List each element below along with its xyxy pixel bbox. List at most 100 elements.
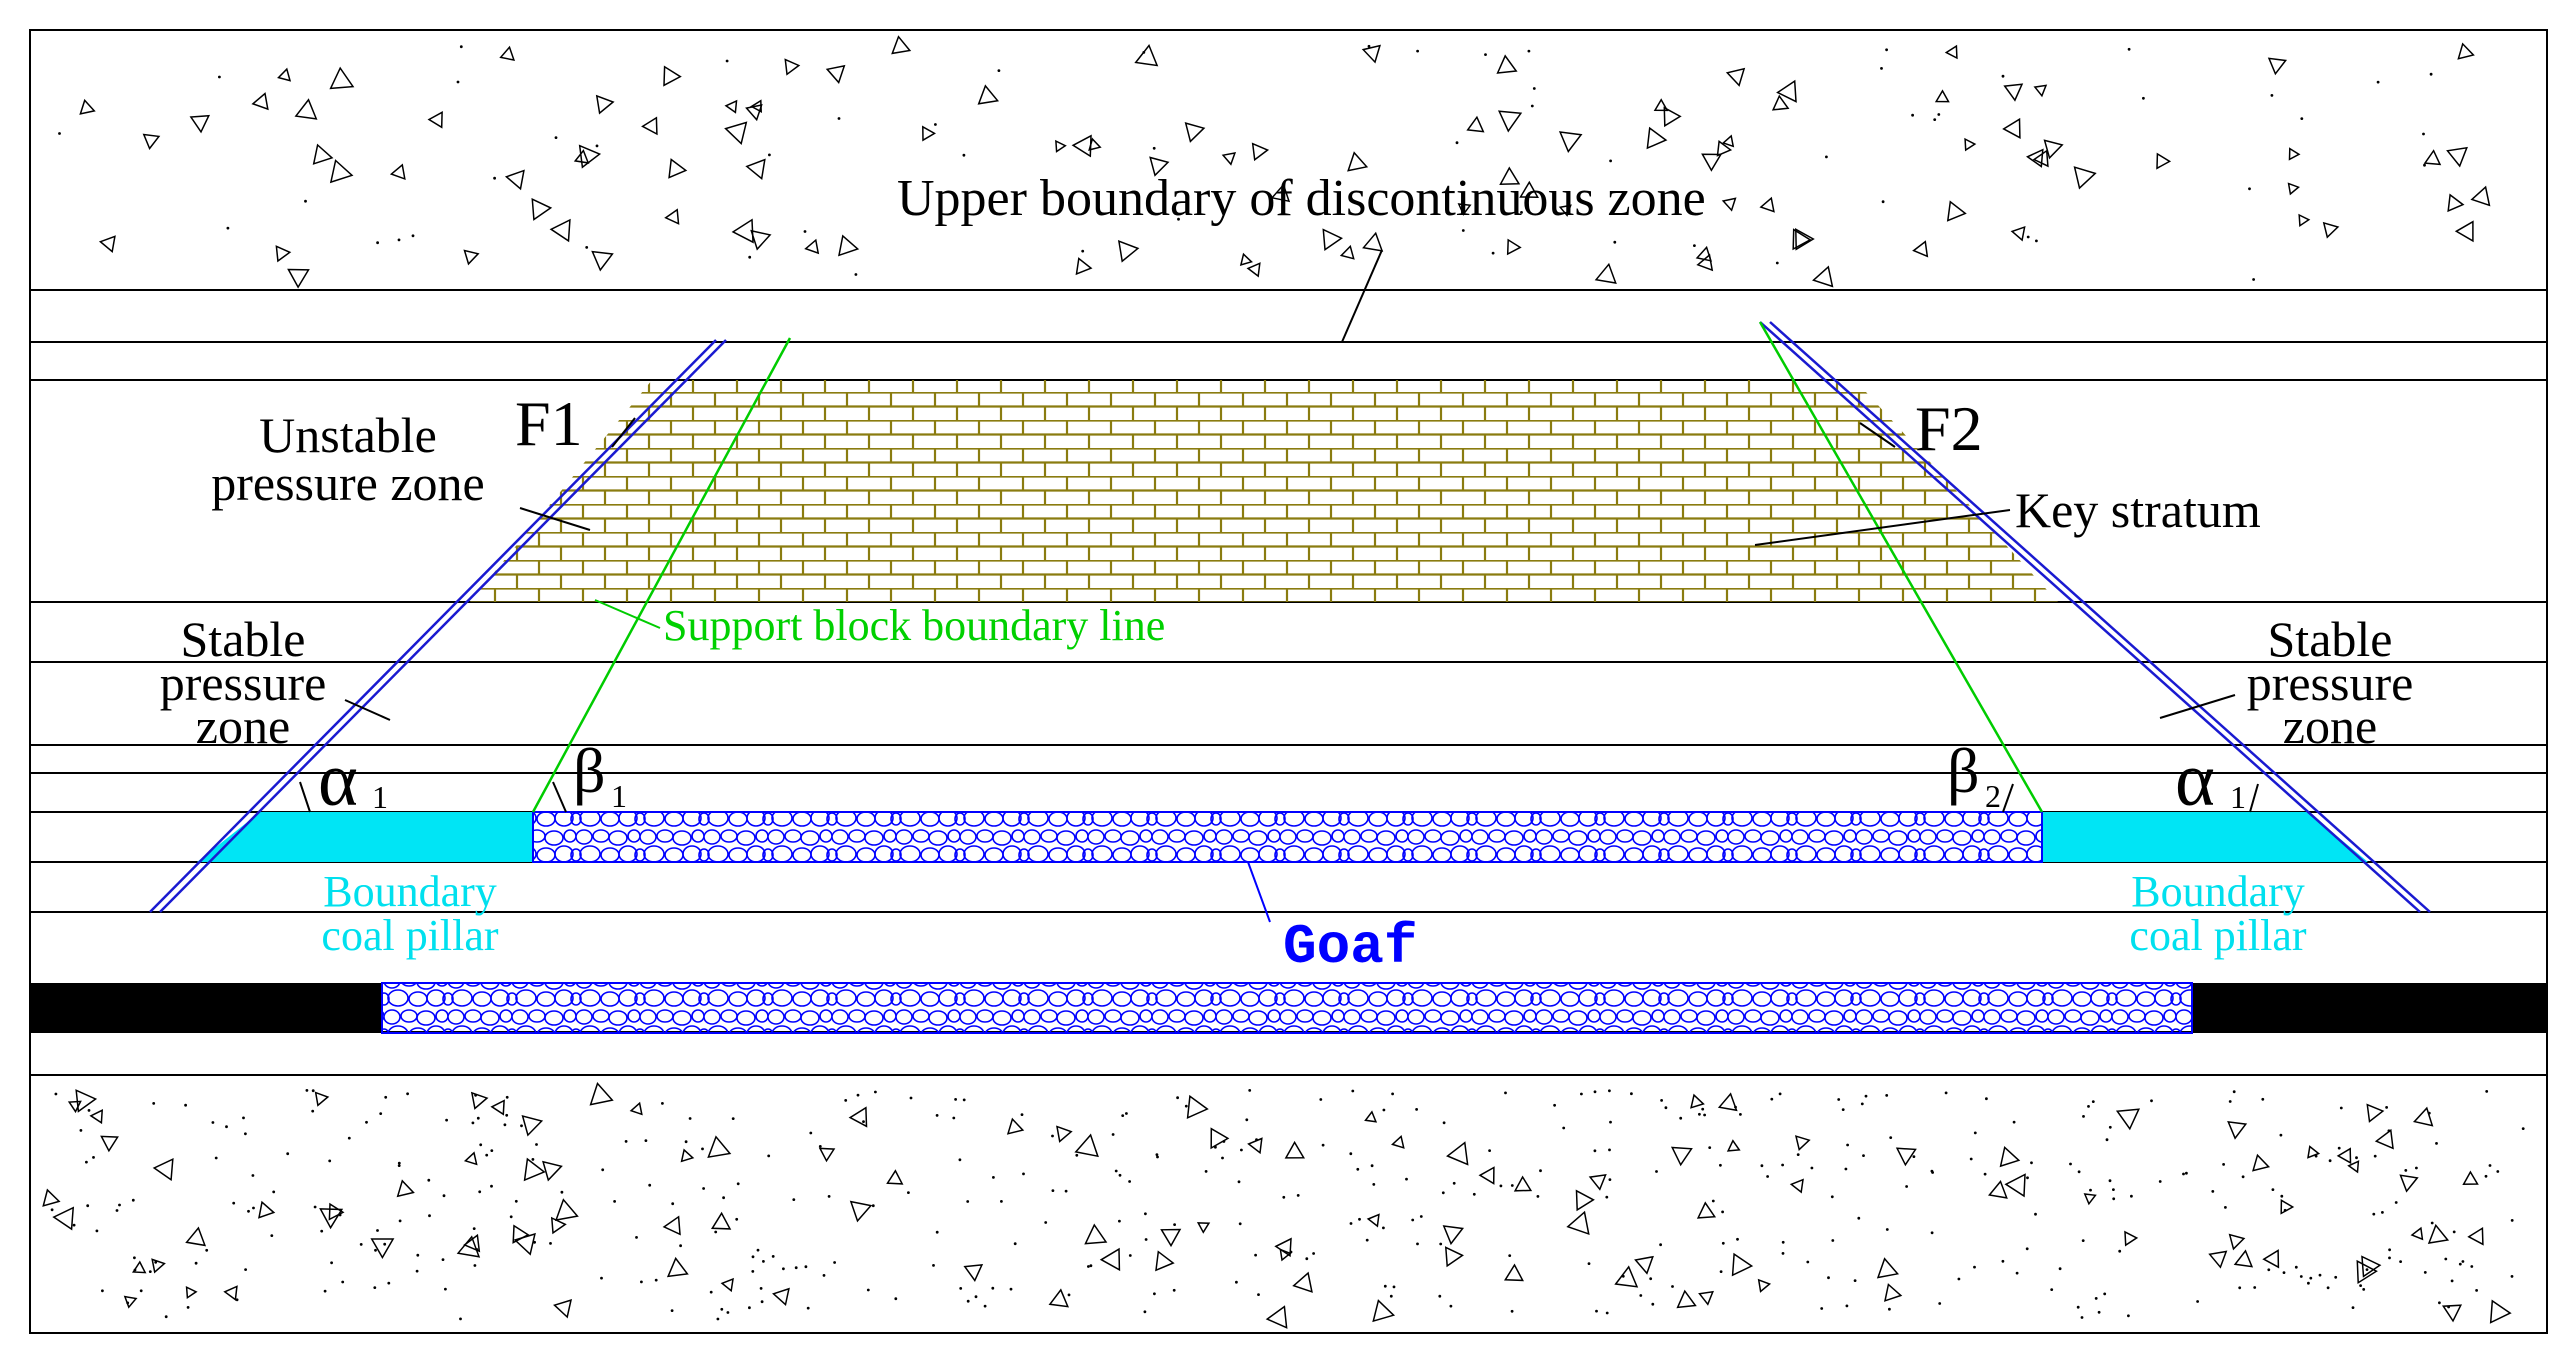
rock-dot-mark — [991, 1286, 995, 1290]
pillar-right-label-1: Boundary — [2131, 867, 2305, 916]
rock-dot-mark — [2299, 1275, 2303, 1278]
rock-triangle-mark — [427, 111, 443, 129]
rock-dot-mark — [1770, 1097, 1774, 1101]
rock-dot-mark — [2279, 1133, 2283, 1137]
rock-dot-mark — [1351, 1089, 1355, 1093]
rock-dot-mark — [1121, 1114, 1125, 1117]
rock-dot-mark — [748, 255, 752, 259]
rock-dot-mark — [247, 1209, 250, 1213]
rock-dot-mark — [244, 1132, 247, 1136]
rock-triangle-mark — [1134, 44, 1159, 67]
rock-triangle-mark — [2288, 147, 2301, 161]
rock-triangle-mark — [1558, 131, 1583, 153]
rock-dot-mark — [2026, 235, 2030, 239]
rock-triangle-mark — [2026, 148, 2044, 168]
rock-dot-mark — [520, 1124, 523, 1128]
rock-triangle-mark — [1731, 1252, 1754, 1277]
rock-triangle-mark — [2446, 146, 2468, 168]
rock-dot-mark — [822, 1274, 826, 1277]
rock-triangle-mark — [664, 208, 680, 225]
rock-triangle-mark — [1322, 228, 1343, 251]
rock-dot-mark — [1885, 48, 1888, 52]
rock-triangle-mark — [1056, 1125, 1073, 1143]
rock-triangle-mark — [662, 1215, 681, 1236]
rock-dot-mark — [1289, 1250, 1293, 1254]
rock-dot-mark — [760, 1300, 764, 1304]
rock-triangle-mark — [1690, 1093, 1705, 1109]
rock-dot-mark — [2387, 1129, 2391, 1133]
rock-triangle-mark — [1725, 67, 1746, 87]
rock-triangle-mark — [100, 1135, 119, 1153]
rock-dot-mark — [2355, 1156, 2358, 1160]
rock-dot-mark — [806, 1306, 810, 1310]
rock-dot-mark — [211, 1121, 215, 1124]
rock-dot-mark — [1649, 1277, 1653, 1281]
rock-dot-mark — [1389, 1294, 1393, 1298]
rock-triangle-mark — [838, 234, 860, 257]
rock-triangle-mark — [2447, 193, 2465, 213]
rock-dot-mark — [2283, 1208, 2287, 1212]
rock-dot-mark — [490, 1184, 493, 1188]
rock-dot-mark — [1527, 49, 1531, 53]
rock-dot-mark — [1144, 1212, 1147, 1216]
rock-dot-mark — [818, 1145, 822, 1148]
rock-dot-mark — [1651, 1302, 1655, 1306]
rock-dot-mark — [854, 273, 858, 276]
rock-dot-mark — [1806, 1260, 1810, 1264]
rock-dot-mark — [1825, 155, 1828, 159]
rock-triangle-mark — [189, 114, 211, 134]
rock-dot-mark — [2339, 1106, 2343, 1110]
rock-dot-mark — [2510, 1275, 2514, 1278]
rock-triangle-mark — [1366, 1213, 1380, 1228]
leader-f1 — [611, 417, 636, 448]
rock-triangle-mark — [79, 98, 96, 115]
rock-triangle-mark — [2003, 83, 2024, 102]
rock-triangle-mark — [329, 159, 354, 184]
rock-dot-mark — [1356, 1167, 1360, 1171]
beta-right-sub: 2 — [1985, 778, 2001, 814]
leader-key-stratum — [1754, 509, 2011, 546]
rock-triangle-mark — [1944, 44, 1958, 60]
rock-dot-mark — [2415, 1166, 2418, 1170]
rock-triangle-mark — [1246, 262, 1261, 278]
rock-dot-mark — [1155, 1153, 1159, 1156]
rock-triangle-mark — [1876, 1257, 1900, 1279]
rock-dot-mark — [58, 132, 61, 135]
rock-dot-mark — [635, 1236, 638, 1239]
rock-dot-mark — [442, 1194, 446, 1198]
upper-boundary-label: Upper boundary of discontinuous zone — [897, 170, 1706, 227]
rock-triangle-mark — [680, 1148, 695, 1163]
rock-triangle-mark — [1196, 1222, 1211, 1234]
rock-triangle-mark — [1444, 1246, 1464, 1268]
rock-dot-mark — [1172, 1288, 1176, 1292]
rock-dot-mark — [1553, 1103, 1556, 1107]
rock-dot-mark — [701, 1147, 704, 1151]
rock-dot-mark — [1778, 1092, 1782, 1096]
leader-upper-boundary — [1341, 249, 1383, 343]
rock-triangle-mark — [1794, 1135, 1811, 1152]
rock-dot-mark — [459, 1317, 462, 1321]
rock-dot-mark — [2080, 1316, 2084, 1319]
rock-triangle-mark — [2361, 1255, 2382, 1278]
rock-dot-mark — [1711, 1199, 1715, 1203]
rock-dot-mark — [2105, 1138, 2109, 1142]
rock-dot-mark — [133, 1268, 137, 1272]
rock-triangle-mark — [2280, 1198, 2295, 1215]
rock-dot-mark — [1608, 1148, 1611, 1152]
rock-triangle-mark — [542, 1160, 563, 1182]
rock-dot-mark — [1439, 1242, 1443, 1246]
rock-triangle-mark — [578, 144, 602, 169]
rock-dot-mark — [871, 1204, 875, 1208]
rock-dot-mark — [1659, 1243, 1662, 1247]
rock-dot-mark — [2252, 278, 2256, 281]
rock-dot-mark — [974, 1295, 978, 1299]
rock-triangle-mark — [89, 1109, 104, 1125]
rock-triangle-mark — [1696, 253, 1714, 272]
rock-dot-mark — [1118, 1173, 1122, 1177]
rock-dot-mark — [54, 1092, 58, 1096]
rock-dot-mark — [751, 1270, 755, 1273]
rock-dot-mark — [2496, 1170, 2500, 1173]
rock-dot-mark — [1416, 49, 1419, 53]
rock-triangle-mark — [2307, 1145, 2321, 1159]
beta-left-sub: 1 — [611, 778, 627, 814]
